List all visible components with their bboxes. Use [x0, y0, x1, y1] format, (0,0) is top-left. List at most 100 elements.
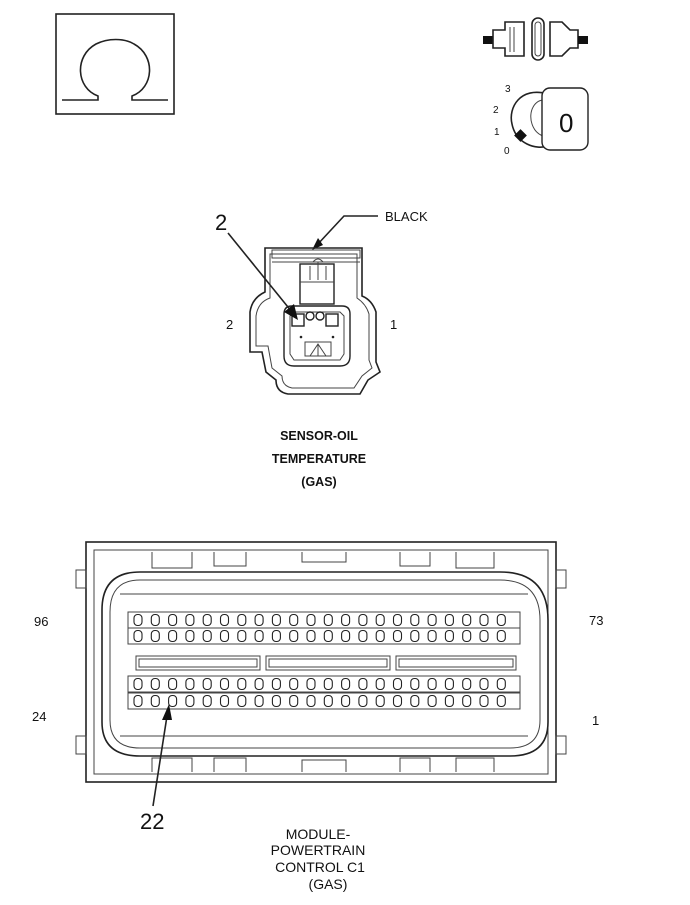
- pcm-pin-73-label: 73: [589, 613, 603, 628]
- pin-cavity: [496, 613, 506, 627]
- pin-cavity: [306, 694, 316, 708]
- pin-cavity: [254, 677, 264, 691]
- pcm-pin-1-label: 1: [592, 713, 599, 728]
- pin-cavity: [237, 629, 247, 643]
- pin-cavity: [479, 677, 489, 691]
- sensor-caption-line-3: (GAS): [301, 475, 336, 489]
- pcm-pin-rows: [127, 611, 521, 710]
- pin-cavity: [185, 677, 195, 691]
- sensor-caption-line-2: TEMPERATURE: [272, 452, 366, 466]
- pcm-caption-line-3: CONTROL C1: [275, 859, 365, 875]
- pin-cavity: [271, 629, 281, 643]
- sensor-caption: SENSOR-OIL TEMPERATURE (GAS): [272, 429, 366, 489]
- pin-cavity: [358, 613, 368, 627]
- pin-cavity: [341, 613, 351, 627]
- pin-cavity: [202, 629, 212, 643]
- pin-cavity: [237, 694, 247, 708]
- pin-cavity: [237, 613, 247, 627]
- pin-cavity: [462, 694, 472, 708]
- pin-cavity: [462, 629, 472, 643]
- pin-cavity: [479, 694, 489, 708]
- pin-cavity: [254, 613, 264, 627]
- pin-cavity: [133, 677, 143, 691]
- pin-cavity: [168, 677, 178, 691]
- sensor-oil-temperature-connector: BLACK 2 2 1: [215, 209, 428, 395]
- pin-cavity: [375, 613, 385, 627]
- pin-cavity: [410, 694, 420, 708]
- pin-row-frame: [127, 692, 521, 710]
- pin-cavity: [133, 613, 143, 627]
- pin-cavity: [375, 677, 385, 691]
- pin-cavity: [289, 613, 299, 627]
- pin-cavity: [444, 613, 454, 627]
- sensor-pin-1-label: 1: [390, 317, 397, 332]
- pin-cavity: [341, 694, 351, 708]
- pcm-caption: MODULE- POWERTRAIN CONTROL C1 (GAS): [271, 826, 366, 892]
- pin-cavity: [271, 677, 281, 691]
- key-label: 0: [559, 108, 573, 138]
- pin-cavity: [150, 613, 160, 627]
- pcm-caption-line-2: POWERTRAIN: [271, 842, 366, 858]
- pin-cavity: [254, 629, 264, 643]
- pin-cavity: [427, 629, 437, 643]
- pin-cavity: [306, 677, 316, 691]
- pin-cavity: [323, 613, 333, 627]
- pin-cavity: [254, 694, 264, 708]
- pin-cavity: [150, 694, 160, 708]
- pin-cavity: [341, 629, 351, 643]
- pin-cavity: [392, 677, 403, 691]
- pin-cavity: [185, 613, 195, 627]
- pin-cavity: [375, 694, 385, 708]
- pin-cavity: [168, 694, 178, 708]
- pin-cavity: [444, 629, 454, 643]
- pin-row-frame: [127, 675, 521, 693]
- pin-cavity: [392, 694, 403, 708]
- pcm-c1-connector: 96 73 24 1 22: [32, 541, 603, 834]
- key-position-2: 2: [493, 105, 499, 116]
- pin-cavity: [358, 694, 368, 708]
- pin-cavity: [427, 613, 437, 627]
- pin-cavity: [323, 694, 333, 708]
- pin-cavity: [462, 613, 472, 627]
- pin-cavity: [496, 694, 506, 708]
- pin-cavity: [219, 677, 230, 691]
- key-position-3: 3: [505, 84, 511, 95]
- connector-color-label: BLACK: [385, 209, 428, 224]
- pin-cavity: [392, 629, 403, 643]
- pin-cavity: [358, 629, 368, 643]
- pin-cavity: [219, 694, 230, 708]
- pin-cavity: [289, 677, 299, 691]
- pin-cavity: [323, 677, 333, 691]
- pin-cavity: [306, 613, 316, 627]
- pin-cavity: [496, 677, 506, 691]
- pin-cavity: [289, 694, 299, 708]
- pin-cavity: [462, 677, 472, 691]
- sensor-pin-callout: 2: [215, 210, 227, 235]
- connector-probe-icon: [483, 17, 588, 61]
- pin-cavity: [133, 694, 143, 708]
- sensor-pin-2-label: 2: [226, 317, 233, 332]
- pin-cavity: [219, 613, 230, 627]
- pin-cavity: [375, 629, 385, 643]
- pin-cavity: [202, 694, 212, 708]
- pin-cavity: [185, 694, 195, 708]
- pin-cavity: [410, 613, 420, 627]
- pin-cavity: [185, 629, 195, 643]
- key-position-1: 1: [494, 127, 500, 138]
- pcm-pin-96-label: 96: [34, 614, 48, 629]
- pin-cavity: [219, 629, 230, 643]
- pin-cavity: [427, 694, 437, 708]
- pin-cavity: [271, 613, 281, 627]
- pcm-caption-line-1: MODULE-: [286, 826, 351, 842]
- pin-cavity: [306, 629, 316, 643]
- pin-cavity: [496, 629, 506, 643]
- pin-cavity: [168, 613, 178, 627]
- pin-cavity: [150, 629, 160, 643]
- ohm-symbol-icon: [55, 13, 175, 115]
- pcm-caption-line-4: (GAS): [309, 876, 348, 892]
- pin-cavity: [202, 613, 212, 627]
- ignition-key-icon: 3 2 1 0 0: [493, 84, 589, 157]
- pin-cavity: [323, 629, 333, 643]
- pin-cavity: [202, 677, 212, 691]
- pin-cavity: [341, 677, 351, 691]
